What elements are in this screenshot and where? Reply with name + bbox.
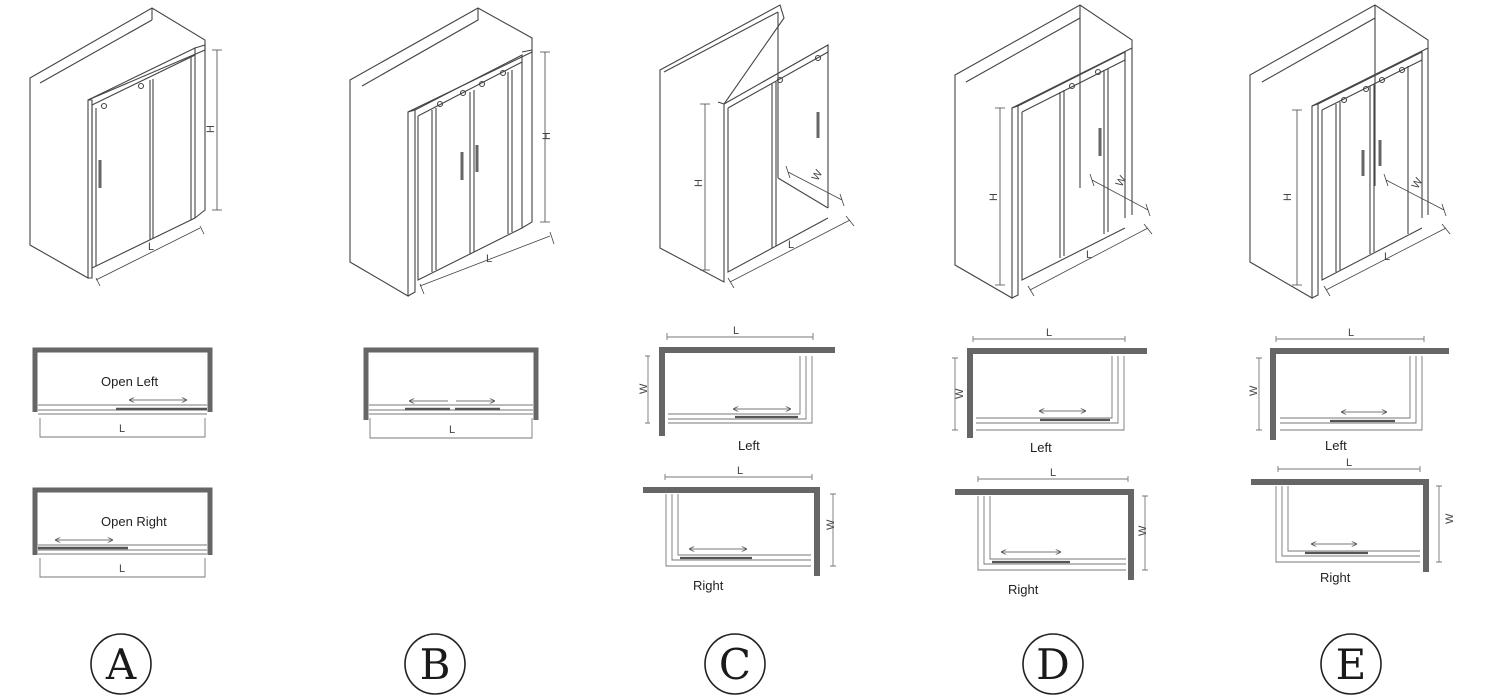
model-c-plan-right-w-label: W (825, 519, 837, 530)
model-a-l-dimension (95, 225, 205, 287)
model-a-plan-right-l-label: L (119, 563, 125, 575)
model-d-plan-right (955, 476, 1148, 580)
model-b-iso-view (349, 7, 555, 297)
model-d-plan-left (952, 336, 1147, 438)
model-b-top-rail (414, 54, 523, 117)
model-d-l-label: L (1086, 249, 1092, 261)
model-a-badge: A (90, 633, 152, 695)
model-e-right-caption: Right (1320, 570, 1351, 585)
model-b-h-label: H (541, 132, 553, 140)
model-c-door-frame (727, 108, 829, 273)
model-d-h-label: H (988, 193, 1000, 201)
model-a-open-left-caption: Open Left (101, 374, 158, 389)
model-e-w-label: W (1410, 175, 1426, 191)
model-c-h-label: H (693, 179, 705, 187)
model-c-l-dimension (727, 215, 855, 289)
model-c-letter: C (719, 640, 751, 689)
model-e-plan-right-w-label: W (1444, 513, 1456, 524)
model-e-h-label: H (1282, 193, 1294, 201)
model-a-door-frame (91, 55, 196, 269)
model-e-back-wall (1261, 5, 1376, 83)
model-c-side-wall (659, 4, 785, 283)
model-e-plan-right-l-label: L (1346, 457, 1352, 469)
model-a-panel-divider (149, 79, 154, 240)
model-b-side-wall (349, 7, 533, 297)
model-d-w-label: W (1114, 173, 1130, 189)
model-d-door-frame (1021, 112, 1126, 281)
model-e-left-caption: Left (1325, 438, 1347, 453)
model-d-plan-left-l-label: L (1046, 327, 1052, 339)
model-d-back-wall (965, 5, 1081, 83)
model-a-h-label: H (205, 125, 217, 133)
model-b-l-dimension (419, 231, 555, 295)
model-d-badge: D (1022, 633, 1084, 695)
model-e-plan-left-w-label: W (1248, 385, 1260, 396)
model-e-plan-left (1256, 336, 1449, 440)
model-b-plan-l-label: L (449, 424, 455, 436)
model-d-plan-left-w-label: W (954, 388, 966, 399)
model-c-left-caption: Left (738, 438, 760, 453)
model-c-badge: C (704, 633, 766, 695)
model-b-h-dimension (540, 51, 550, 223)
model-e-plan-left-l-label: L (1348, 327, 1354, 339)
model-e-l-label: L (1384, 251, 1390, 263)
model-d-letter: D (1036, 640, 1070, 689)
model-a-top-rail (87, 47, 196, 106)
model-a-plan-open-right (32, 487, 213, 578)
model-b-plan-view (363, 347, 539, 439)
model-d-iso-view (954, 4, 1153, 299)
model-e-h-dimension (1292, 109, 1302, 286)
model-e-plan-right (1251, 466, 1442, 572)
model-c-plan-right (643, 474, 836, 576)
model-d-side-wall (954, 4, 1133, 299)
model-d-plan-right-w-label: W (1137, 525, 1149, 536)
model-c-h-dimension (700, 103, 710, 271)
model-a-side-wall (29, 7, 206, 279)
model-e-door-frame (1321, 110, 1423, 281)
model-b-back-wall (361, 8, 479, 87)
model-c-plan-right-l-label: L (737, 465, 743, 477)
model-c-w-label: W (810, 167, 826, 183)
model-d-left-caption: Left (1030, 440, 1052, 455)
model-e-w-dimension (1383, 173, 1447, 217)
model-c-w-dimension (785, 165, 845, 207)
model-e-iso-view (1249, 4, 1451, 299)
model-c-plan-left (645, 333, 835, 436)
model-a-iso-view (29, 7, 222, 287)
model-b-l-label: L (486, 253, 492, 265)
model-d-l-dimension (1027, 223, 1153, 297)
model-e-badge: E (1320, 633, 1382, 695)
model-e-l-dimension (1323, 223, 1451, 297)
model-c-right-caption: Right (693, 578, 724, 593)
model-e-side-wall (1249, 4, 1429, 299)
model-d-w-dimension (1089, 173, 1151, 217)
model-a-h-dimension (212, 49, 222, 211)
model-d-h-dimension (995, 107, 1005, 286)
model-d-top-rail (1017, 51, 1126, 113)
model-b-letter: B (420, 640, 451, 689)
model-e-side-panel (1374, 18, 1429, 218)
model-d-side-panel (1079, 18, 1133, 218)
model-a-open-right-caption: Open Right (101, 514, 167, 529)
model-a-l-label: L (148, 241, 154, 253)
model-b-badge: B (404, 633, 466, 695)
model-d-right-caption: Right (1008, 582, 1039, 597)
model-c-side-panel (777, 12, 829, 209)
model-c-l-label: L (788, 239, 794, 251)
model-a-letter: A (105, 640, 137, 689)
model-a-plan-left-l-label: L (119, 423, 125, 435)
model-d-plan-right-l-label: L (1050, 467, 1056, 479)
model-a-plan-open-left (32, 347, 213, 438)
model-e-letter: E (1336, 640, 1367, 689)
model-c-plan-left-w-label: W (638, 383, 650, 394)
model-a-back-wall (39, 8, 153, 84)
model-c-iso-view (659, 4, 855, 289)
model-c-plan-left-l-label: L (733, 325, 739, 337)
